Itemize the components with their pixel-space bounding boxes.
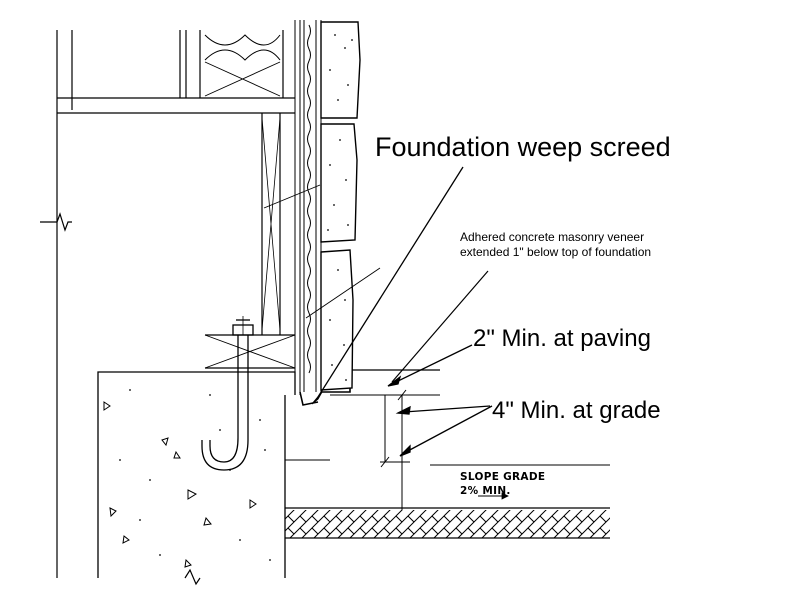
veneer-stipple — [327, 34, 353, 381]
dimension-lines — [330, 389, 440, 510]
callout-weep-screed: Foundation weep screed — [375, 132, 671, 162]
callout-min-paving: 2" Min. at paving — [473, 325, 651, 352]
wall-framing — [40, 30, 321, 578]
callout-min-grade: 4" Min. at grade — [492, 397, 661, 424]
callout-veneer-line2: extended 1" below top of foundation — [460, 245, 651, 259]
paving-hatch — [285, 510, 610, 538]
note-slope-min: 2% MIN. — [460, 485, 511, 497]
foundation-wall — [97, 371, 296, 586]
concrete-stipple — [119, 389, 271, 561]
masonry-veneer — [320, 21, 361, 391]
weep-screed — [299, 388, 351, 406]
sheathing-layers — [294, 20, 322, 395]
veneer-leader — [305, 267, 381, 319]
note-slope-grade: SLOPE GRADE — [460, 471, 545, 483]
anchor-bolt — [201, 316, 254, 471]
callout-veneer-line1: Adhered concrete masonry veneer — [460, 230, 644, 244]
concrete-aggregate — [103, 401, 257, 568]
callout-leaders — [311, 166, 509, 500]
